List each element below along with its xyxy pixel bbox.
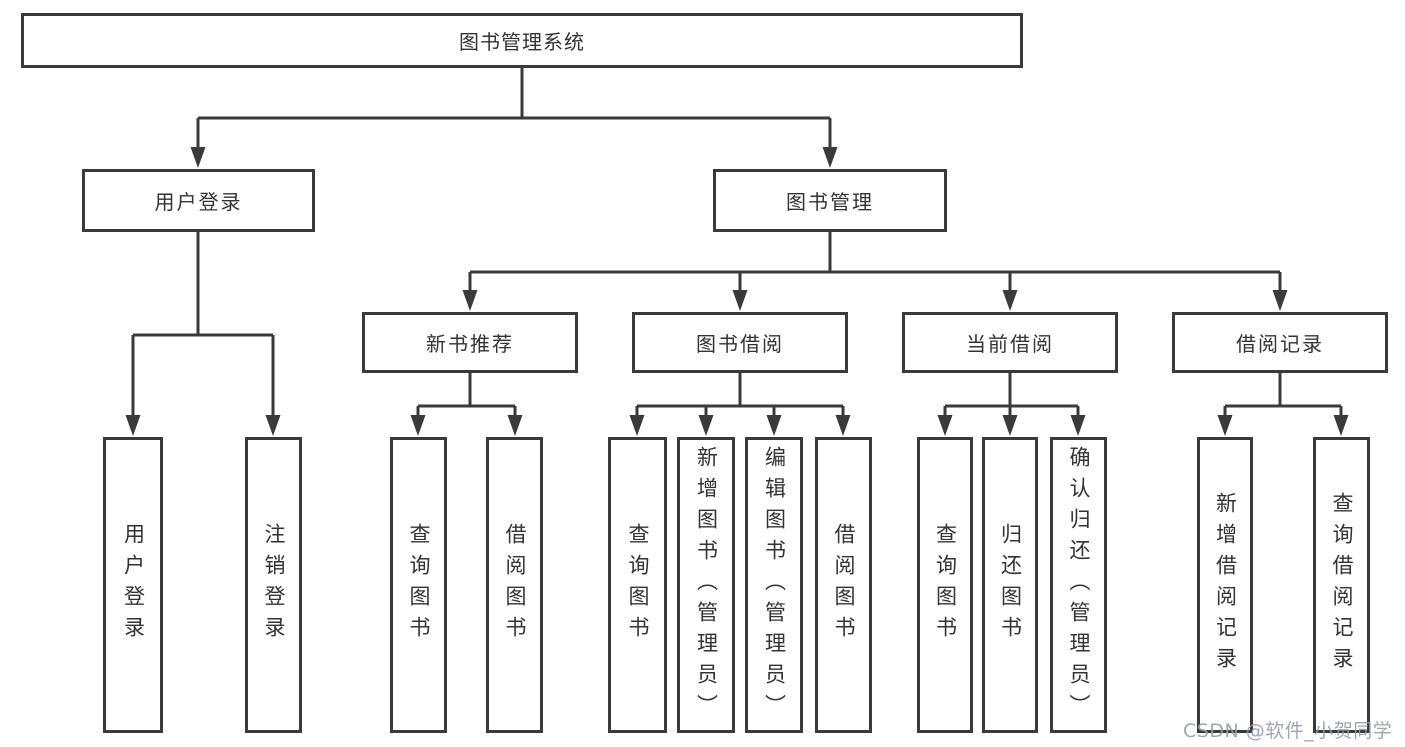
diagram-node-leaf-cur-confirm: 确认归还（管理员）	[1050, 437, 1107, 733]
node-label: 确认归还（管理员）	[1067, 445, 1091, 725]
node-label: 新书推荐	[426, 332, 514, 356]
node-label: 用户登录	[154, 190, 243, 214]
diagram-node-leaf-bw-query: 查询图书	[608, 437, 667, 733]
diagram-node-leaf-nb-query: 查询图书	[390, 437, 447, 733]
node-label: 归还图书	[998, 523, 1023, 647]
node-label: 图书管理	[786, 190, 874, 214]
diagram-node-user-login: 用户登录	[82, 169, 315, 232]
node-label: 查询图书	[933, 523, 958, 647]
diagram-node-leaf-cur-return: 归还图书	[982, 437, 1038, 733]
node-label: 查询图书	[626, 523, 650, 647]
diagram-node-root: 图书管理系统	[21, 13, 1023, 68]
node-label: 用户登录	[121, 523, 146, 647]
diagram-node-leaf-nb-borrow: 借阅图书	[486, 437, 543, 733]
watermark: CSDN @软件_小贺同学	[1183, 720, 1393, 742]
diagram-node-leaf-cur-query: 查询图书	[917, 437, 973, 733]
diagram-node-leaf-bw-edit: 编辑图书（管理员）	[745, 437, 803, 733]
diagram-node-leaf-rec-add: 新增借阅记录	[1197, 437, 1253, 733]
node-label: 查询图书	[407, 523, 431, 647]
diagram-node-leaf-user-login: 用户登录	[103, 437, 163, 733]
diagram-node-current-borrowing: 当前借阅	[902, 312, 1118, 373]
node-label: 编辑图书（管理员）	[762, 445, 787, 725]
diagram-node-book-borrowing: 图书借阅	[632, 312, 848, 373]
node-label: 借阅图书	[832, 523, 856, 647]
diagram-node-leaf-bw-borrow: 借阅图书	[815, 437, 872, 733]
node-label: 新增图书（管理员）	[694, 445, 719, 725]
node-label: 注销登录	[262, 523, 286, 647]
node-label: 当前借阅	[966, 332, 1054, 356]
diagram-node-book-management: 图书管理	[713, 169, 947, 232]
node-label: 借阅记录	[1236, 332, 1324, 356]
diagram-node-borrowing-records: 借阅记录	[1172, 312, 1388, 373]
diagram-node-new-book-recommend: 新书推荐	[362, 312, 578, 373]
diagram-node-leaf-bw-add: 新增图书（管理员）	[677, 437, 735, 733]
node-label: 查询借阅记录	[1330, 492, 1354, 678]
diagram-node-leaf-logout: 注销登录	[245, 437, 302, 733]
diagram-node-leaf-rec-query: 查询借阅记录	[1313, 437, 1370, 733]
node-label: 借阅图书	[503, 523, 527, 647]
node-label: 图书管理系统	[459, 30, 585, 54]
node-label: 新增借阅记录	[1213, 492, 1238, 678]
node-label: 图书借阅	[696, 332, 784, 356]
